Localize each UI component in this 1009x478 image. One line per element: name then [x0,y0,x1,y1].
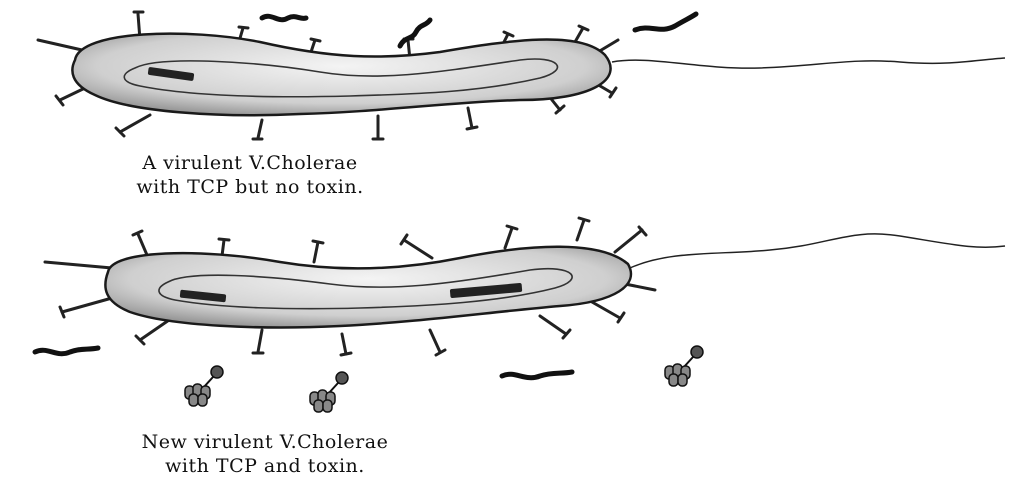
toxin-molecule [665,346,703,386]
top-phage-fragments [262,14,696,46]
toxin-molecule [310,372,348,412]
top-caption-line1: A virulent V.Cholerae [105,151,395,175]
bottom-caption: New virulent V.Cholerae with TCP and tox… [105,430,425,478]
top-bacterium [38,12,1005,139]
top-flagellum [612,58,1005,68]
top-caption-line2: with TCP but no toxin. [105,175,395,199]
bottom-caption-line1: New virulent V.Cholerae [105,430,425,454]
top-caption: A virulent V.Cholerae with TCP but no to… [105,151,395,199]
bottom-caption-line2: with TCP and toxin. [105,454,425,478]
bottom-bacterium [45,218,1005,355]
bottom-flagellum [630,234,1005,268]
bottom-phage-fragments [35,348,572,378]
toxin-molecule [185,366,223,406]
